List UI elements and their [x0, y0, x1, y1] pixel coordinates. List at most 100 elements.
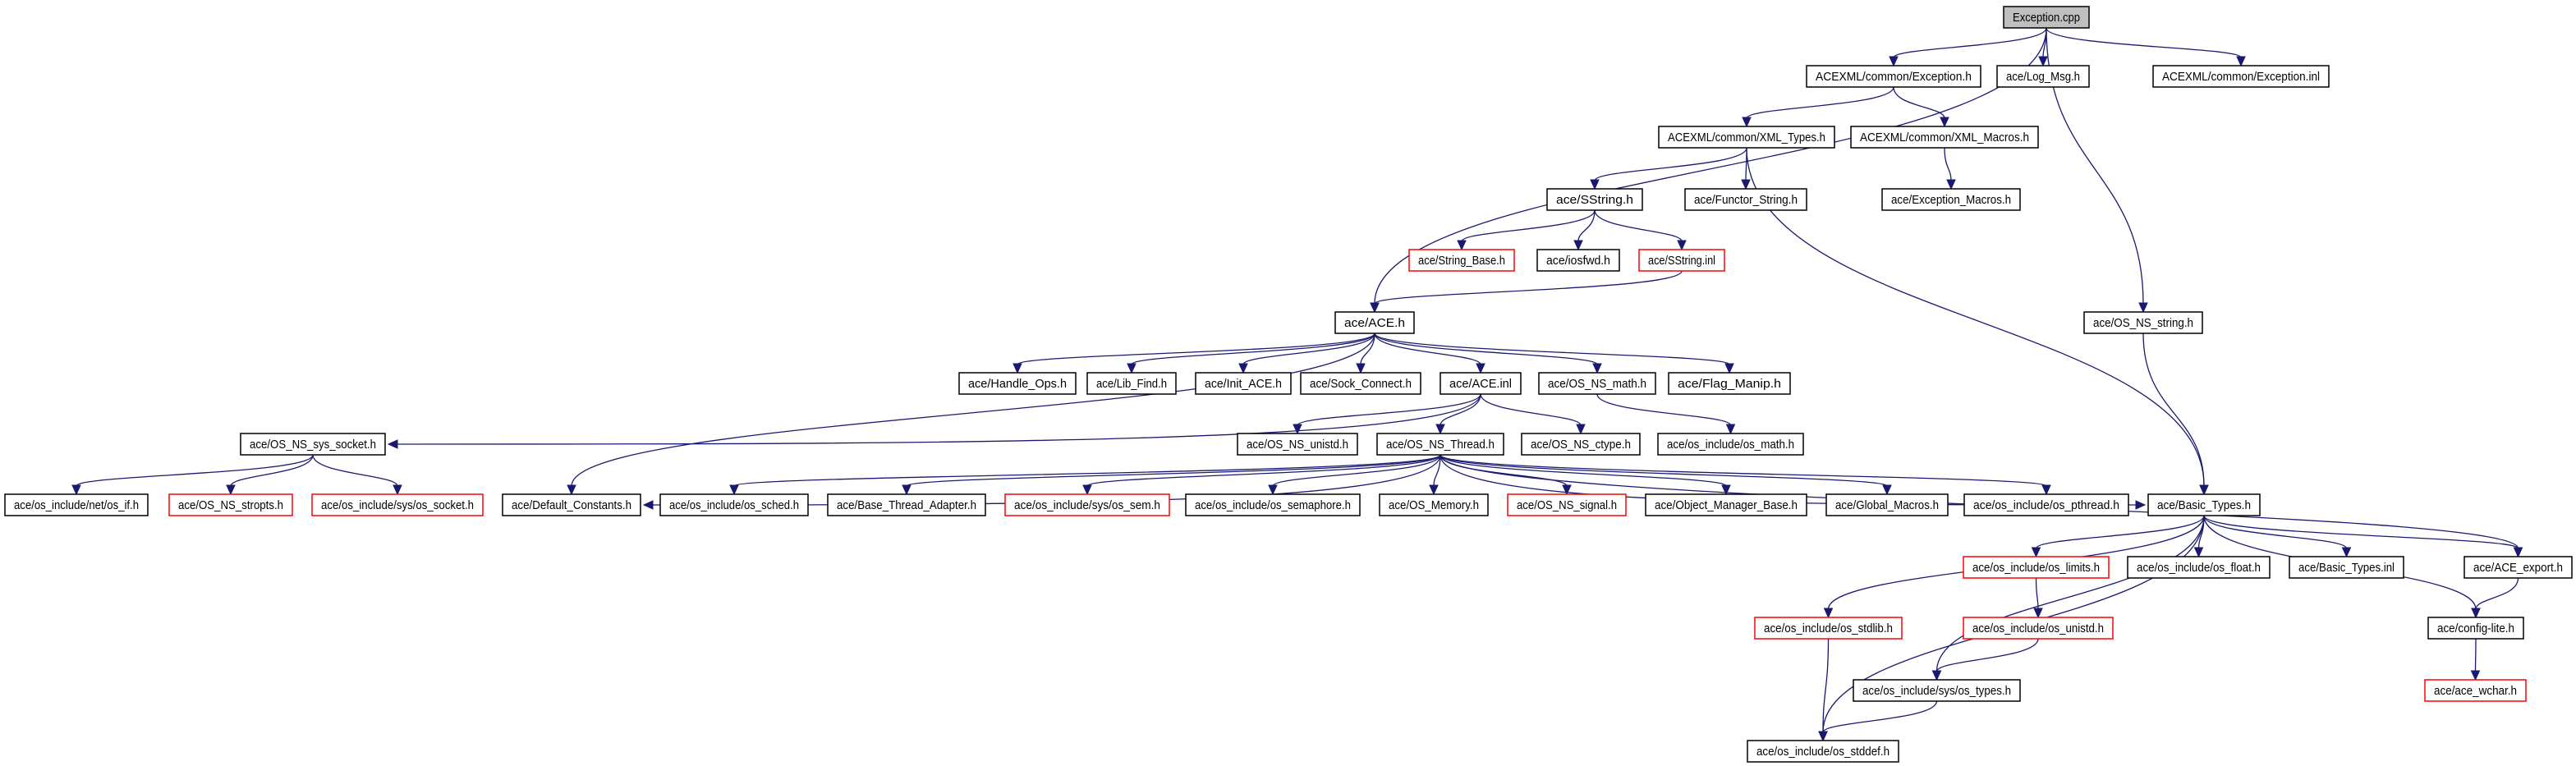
arrowhead-icon — [1573, 240, 1583, 251]
node-sock-connect[interactable]: ace/Sock_Connect.h — [1300, 372, 1421, 395]
dependency-edge — [1893, 27, 2047, 58]
node-box — [1546, 188, 1643, 211]
node-os-if[interactable]: ace/os_include/net/os_if.h — [4, 493, 149, 516]
node-os-ns-signal[interactable]: ace/OS_NS_signal.h — [1507, 493, 1627, 516]
arrowhead-icon — [1576, 424, 1586, 435]
node-handle-ops[interactable]: ace/Handle_Ops.h — [958, 372, 1077, 395]
node-os-ns-string[interactable]: ace/OS_NS_string.h — [2083, 311, 2203, 334]
node-os-ns-ctype[interactable]: ace/OS_NS_ctype.h — [1521, 433, 1641, 456]
node-label: ace/Functor_String.h — [1694, 193, 1798, 207]
node-os-sem[interactable]: ace/os_include/sys/os_sem.h — [1004, 493, 1170, 516]
node-os-math[interactable]: ace/os_include/os_math.h — [1657, 433, 1804, 456]
node-box — [1334, 311, 1415, 334]
node-box — [659, 493, 809, 516]
arrowhead-icon — [1476, 363, 1485, 374]
node-ace-inl[interactable]: ace/ACE.inl — [1440, 372, 1522, 395]
node-label: ace/Lib_Find.h — [1096, 377, 1167, 391]
node-os-ns-thread[interactable]: ace/OS_NS_Thread.h — [1376, 433, 1504, 456]
node-label: ace/OS_NS_string.h — [2093, 316, 2193, 330]
node-iosfwd[interactable]: ace/iosfwd.h — [1536, 249, 1620, 272]
node-string-base[interactable]: ace/String_Base.h — [1408, 249, 1515, 272]
arrowhead-icon — [2341, 547, 2352, 558]
node-box — [1507, 493, 1627, 516]
node-flag-manip[interactable]: ace/Flag_Manip.h — [1668, 372, 1791, 395]
node-box — [1881, 188, 2021, 211]
dependency-edge — [1594, 147, 1747, 181]
node-basic-types[interactable]: ace/Basic_Types.h — [2147, 493, 2261, 516]
node-ace-h[interactable]: ace/ACE.h — [1334, 311, 1415, 334]
node-os-unistd[interactable]: ace/os_include/os_unistd.h — [1963, 617, 2114, 640]
arrowhead-icon — [2033, 608, 2043, 619]
node-box — [1684, 188, 1807, 211]
arrowhead-icon — [1592, 363, 1602, 374]
dependency-edge — [2035, 515, 2205, 549]
node-os-limits[interactable]: ace/os_include/os_limits.h — [1963, 556, 2110, 579]
dependency-edge — [2474, 638, 2477, 672]
node-label: ace/os_include/sys/os_types.h — [1862, 684, 2011, 698]
node-obj-mgr[interactable]: ace/Object_Manager_Base.h — [1645, 493, 1807, 516]
node-label: ace/Default_Constants.h — [512, 498, 631, 512]
node-label: ace/OS_NS_math.h — [1548, 377, 1646, 391]
node-exml-exc-h[interactable]: ACEXML/common/Exception.h — [1806, 65, 1981, 88]
node-lib-find[interactable]: ace/Lib_Find.h — [1086, 372, 1177, 395]
dependency-edge — [1440, 454, 2047, 487]
node-functor[interactable]: ace/Functor_String.h — [1684, 188, 1807, 211]
node-sstring-h[interactable]: ace/SString.h — [1546, 188, 1643, 211]
node-sstring-inl[interactable]: ace/SString.inl — [1638, 249, 1725, 272]
node-box — [1657, 433, 1804, 456]
node-os-memory[interactable]: ace/OS_Memory.h — [1379, 493, 1489, 516]
arrowhead-icon — [2193, 547, 2204, 558]
node-ace-export[interactable]: ace/ACE_export.h — [2464, 556, 2573, 579]
node-xml-macros[interactable]: ACEXML/common/XML_Macros.h — [1850, 126, 2039, 149]
node-base-thread[interactable]: ace/Base_Thread_Adapter.h — [827, 493, 986, 516]
node-label: ACEXML/common/XML_Types.h — [1668, 131, 1825, 144]
arrowhead-icon — [387, 439, 398, 449]
node-config-lite[interactable]: ace/config-lite.h — [2427, 617, 2524, 640]
dependency-edge — [1374, 333, 1730, 365]
dependency-edge — [2475, 577, 2519, 610]
node-box — [1376, 433, 1504, 456]
node-label: ACEXML/common/Exception.inl — [2162, 70, 2320, 84]
node-ace-wchar[interactable]: ace/ace_wchar.h — [2424, 679, 2527, 702]
node-exc-macros[interactable]: ace/Exception_Macros.h — [1881, 188, 2021, 211]
node-label: ACEXML/common/XML_Macros.h — [1860, 131, 2029, 144]
arrowhead-icon — [2031, 547, 2041, 558]
dependency-edge — [1822, 700, 1938, 733]
node-init-ace[interactable]: ace/Init_ACE.h — [1195, 372, 1292, 395]
dependency-edge — [1594, 209, 1683, 242]
node-label: ace/OS_NS_stropts.h — [178, 498, 283, 512]
node-sys-socket[interactable]: ace/OS_NS_sys_socket.h — [240, 433, 386, 456]
dependency-edge — [1440, 454, 1727, 487]
dependency-edge — [906, 454, 1441, 487]
edges-layer — [71, 27, 2523, 742]
node-os-semaphore[interactable]: ace/os_include/os_semaphore.h — [1185, 493, 1361, 516]
dependency-edge — [396, 393, 1481, 445]
node-os-sched[interactable]: ace/os_include/os_sched.h — [659, 493, 809, 516]
node-os-types[interactable]: ace/os_include/sys/os_types.h — [1853, 679, 2021, 702]
node-os-stddef[interactable]: ace/os_include/os_stddef.h — [1747, 740, 1899, 763]
node-log-msg[interactable]: ace/Log_Msg.h — [1996, 65, 2090, 88]
node-box — [1408, 249, 1515, 272]
dependency-edge — [1374, 333, 1598, 365]
node-os-float[interactable]: ace/os_include/os_float.h — [2127, 556, 2271, 579]
node-box — [1379, 493, 1489, 516]
arrowhead-icon — [1370, 302, 1380, 314]
node-os-pthread[interactable]: ace/os_include/os_pthread.h — [1963, 493, 2129, 516]
node-xml-types[interactable]: ACEXML/common/XML_Types.h — [1658, 126, 1835, 149]
node-os-stdlib[interactable]: ace/os_include/os_stdlib.h — [1754, 617, 1903, 640]
node-exc-cpp[interactable]: Exception.cpp — [2003, 6, 2090, 29]
dependency-edge — [1596, 393, 1732, 426]
node-box — [2152, 65, 2330, 88]
node-basic-types-inl[interactable]: ace/Basic_Types.inl — [2289, 556, 2404, 579]
dependency-edge — [1433, 454, 1441, 487]
node-label: ACEXML/common/Exception.h — [1816, 70, 1972, 84]
node-os-socket[interactable]: ace/os_include/sys/os_socket.h — [311, 493, 484, 516]
node-box — [1806, 65, 1981, 88]
node-os-ns-unistd[interactable]: ace/OS_NS_unistd.h — [1237, 433, 1358, 456]
node-os-ns-math[interactable]: ace/OS_NS_math.h — [1538, 372, 1656, 395]
node-stropts[interactable]: ace/OS_NS_stropts.h — [168, 493, 293, 516]
node-exc-inl[interactable]: ACEXML/common/Exception.inl — [2152, 65, 2330, 88]
node-default-constants[interactable]: ace/Default_Constants.h — [502, 493, 641, 516]
arrowhead-icon — [1435, 424, 1445, 435]
node-global-macros[interactable]: ace/Global_Macros.h — [1825, 493, 1949, 516]
